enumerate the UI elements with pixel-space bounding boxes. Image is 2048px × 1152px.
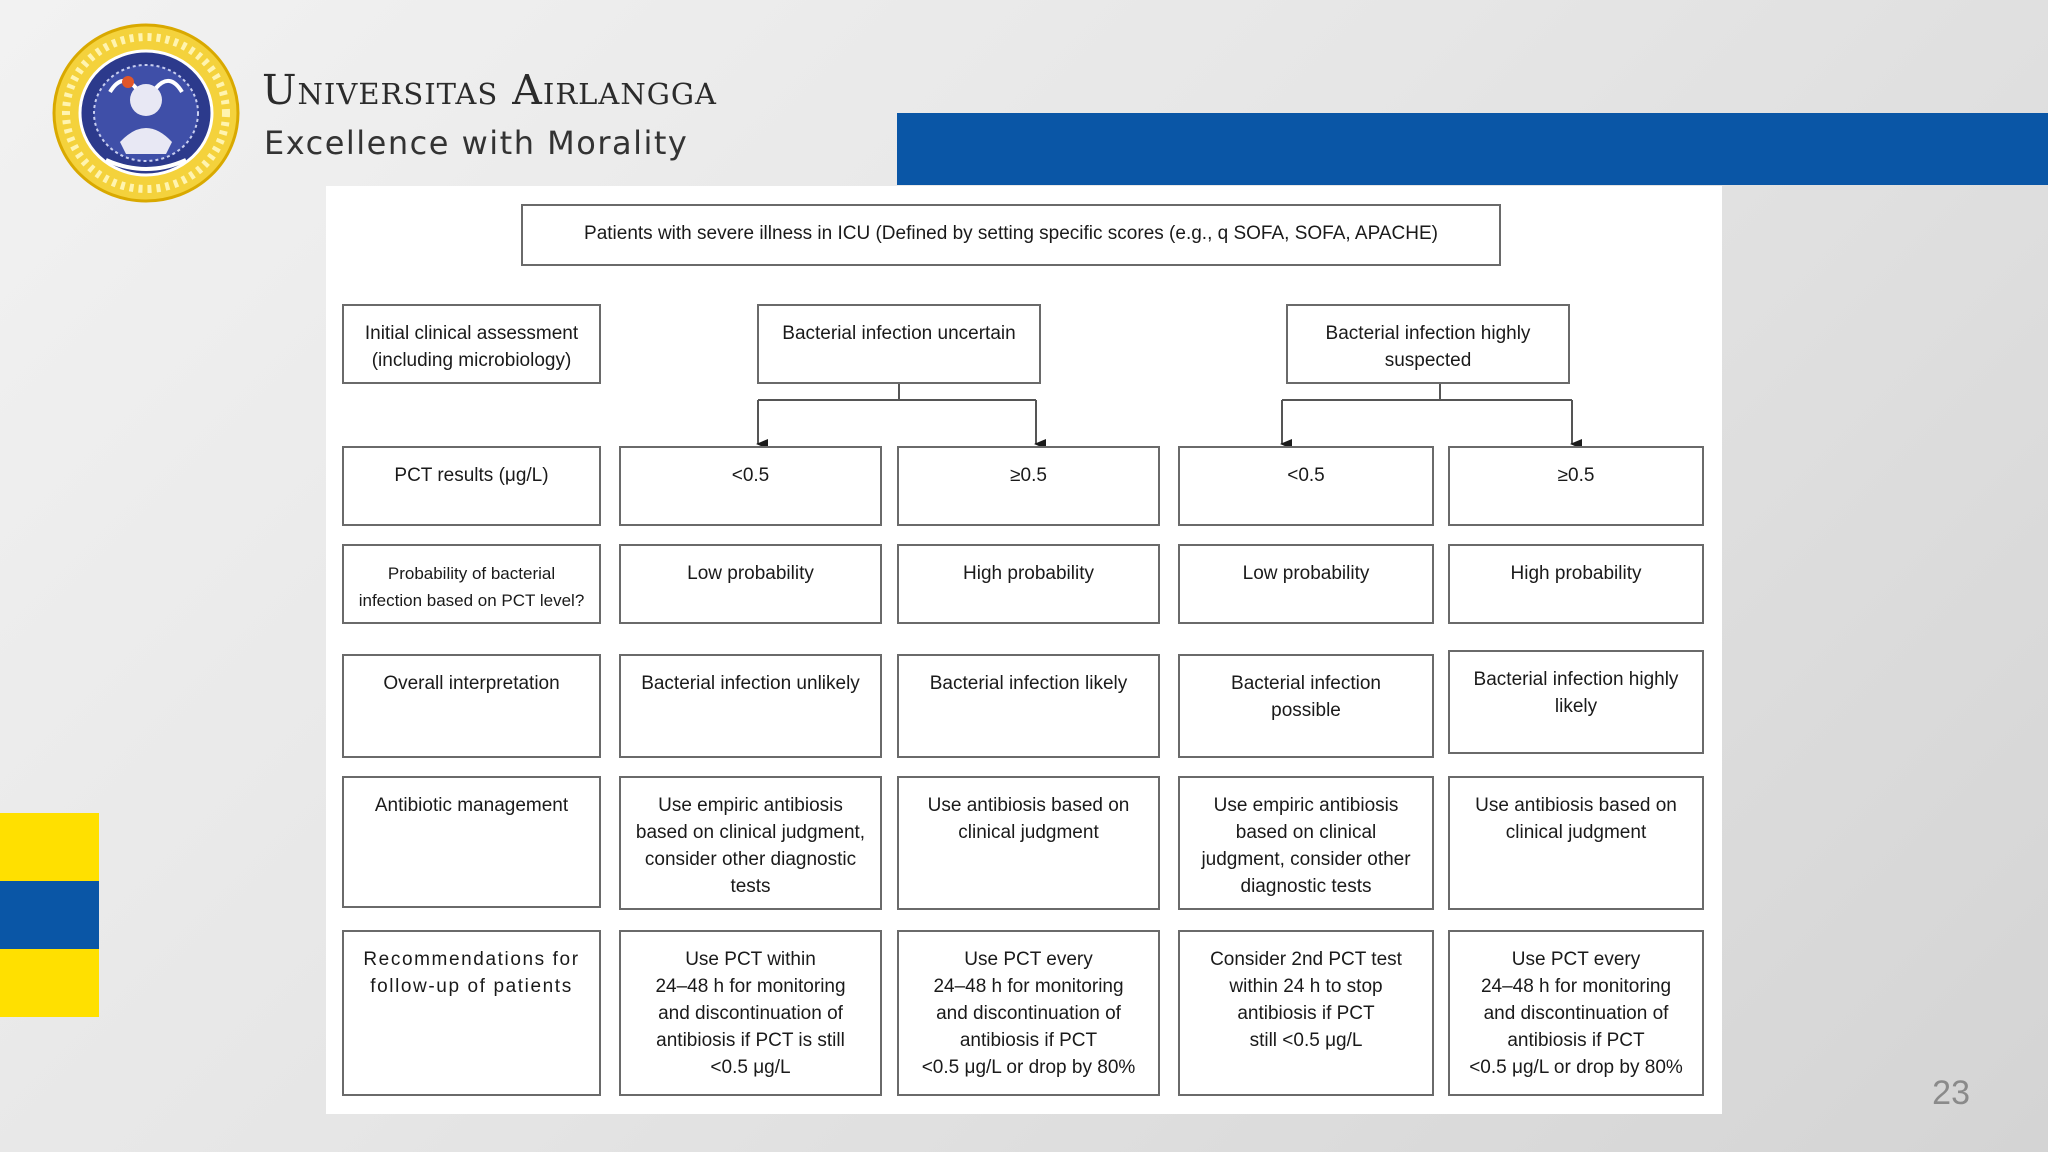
row-label-followup: Recommendations for follow-up of patient…	[342, 930, 601, 1096]
pct-cell-4: ≥0.5	[1448, 446, 1704, 526]
probability-cell-1: Low probability	[619, 544, 882, 624]
antibiotic-cell-4: Use antibiosis based on clinical judgmen…	[1448, 776, 1704, 910]
antibiotic-cell-1: Use empiric antibiosis based on clinical…	[619, 776, 882, 910]
row-label-interpretation: Overall interpretation	[342, 654, 601, 758]
interpretation-cell-3: Bacterial infection possible	[1178, 654, 1434, 758]
accent-stripe-yellow-bottom	[0, 949, 99, 1017]
row-label-pct: PCT results (μg/L)	[342, 446, 601, 526]
probability-cell-3: Low probability	[1178, 544, 1434, 624]
header-accent-bar	[897, 113, 2048, 185]
followup-cell-2: Use PCT every 24–48 h for monitoring and…	[897, 930, 1160, 1096]
row-label-assessment: Initial clinical assessment (including m…	[342, 304, 601, 384]
antibiotic-cell-2: Use antibiosis based on clinical judgmen…	[897, 776, 1160, 910]
university-tagline: Excellence with Morality	[264, 124, 689, 162]
row-label-antibiotic: Antibiotic management	[342, 776, 601, 908]
followup-cell-3: Consider 2nd PCT test within 24 h to sto…	[1178, 930, 1434, 1096]
page-number: 23	[1932, 1074, 1970, 1112]
flowchart-connectors	[756, 382, 1582, 449]
probability-cell-4: High probability	[1448, 544, 1704, 624]
accent-stripe-yellow-top	[0, 813, 99, 881]
followup-cell-1: Use PCT within 24–48 h for monitoring an…	[619, 930, 882, 1096]
interpretation-cell-4: Bacterial infection highly likely	[1448, 650, 1704, 754]
row-label-probability: Probability of bacterial infection based…	[342, 544, 601, 624]
university-name: Universitas Airlangga	[262, 66, 718, 114]
interpretation-cell-1: Bacterial infection unlikely	[619, 654, 882, 758]
interpretation-cell-2: Bacterial infection likely	[897, 654, 1160, 758]
group-suspected-box: Bacterial infection highly suspected	[1286, 304, 1570, 384]
pct-cell-3: <0.5	[1178, 446, 1434, 526]
probability-cell-2: High probability	[897, 544, 1160, 624]
followup-cell-4: Use PCT every 24–48 h for monitoring and…	[1448, 930, 1704, 1096]
university-seal-icon	[52, 23, 240, 203]
pct-cell-2: ≥0.5	[897, 446, 1160, 526]
pct-cell-1: <0.5	[619, 446, 882, 526]
antibiotic-cell-3: Use empiric antibiosis based on clinical…	[1178, 776, 1434, 910]
pct-flowchart: Patients with severe illness in ICU (Def…	[326, 186, 1722, 1114]
flowchart-title-box: Patients with severe illness in ICU (Def…	[521, 204, 1501, 266]
group-uncertain-box: Bacterial infection uncertain	[757, 304, 1041, 384]
accent-stripe-blue	[0, 881, 99, 949]
